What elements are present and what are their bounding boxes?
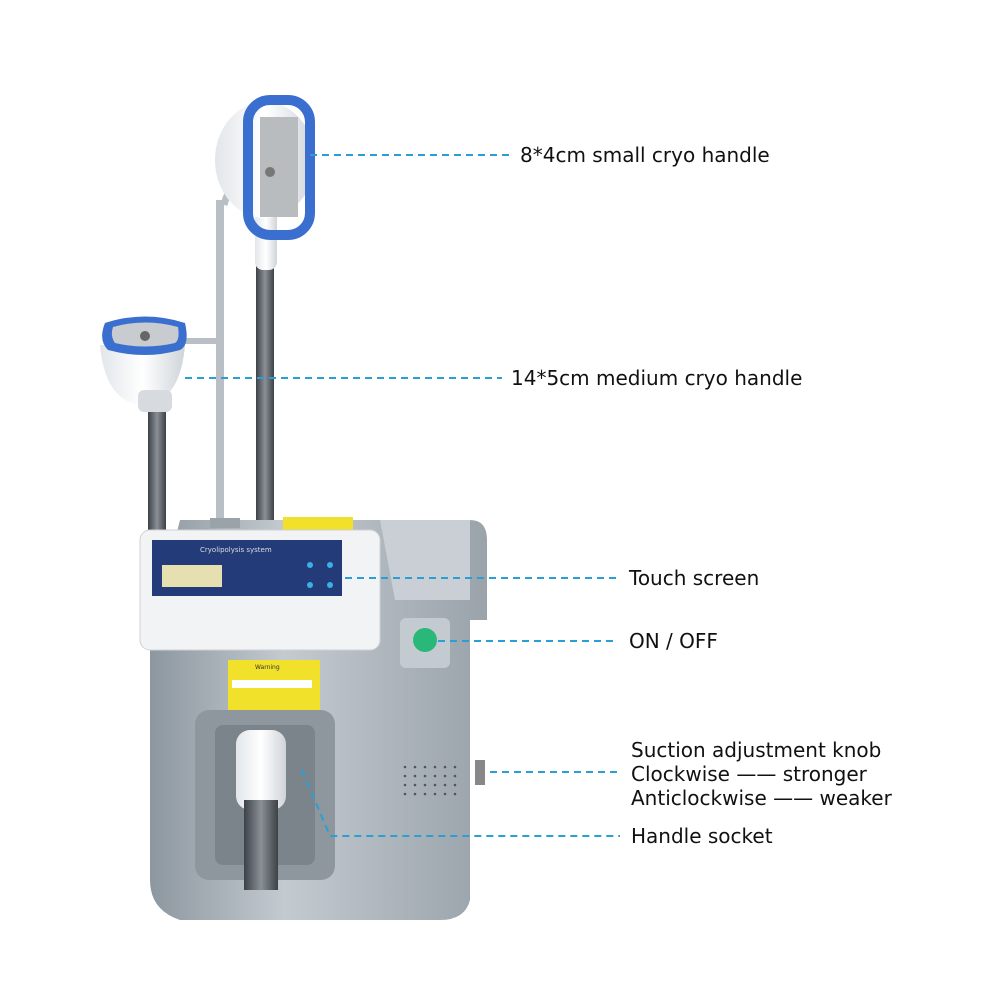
medium-cryo-handle [100,316,187,412]
machine-body: Cryolipolysis system Warning [139,517,487,920]
leader-lines [185,154,620,837]
callout-medium-handle: 14*5cm medium cryo handle [511,366,803,390]
screen-title: Cryolipolysis system [200,546,272,554]
grille-hole [423,774,427,778]
callout-on-off: ON / OFF [629,629,718,653]
grille-hole [433,792,437,796]
grille-hole [433,783,437,787]
grille-hole [453,774,457,778]
grille-hole [453,792,457,796]
grille-hole [433,774,437,778]
small-handle-hose [256,240,274,530]
small-cryo-handle [215,95,315,270]
power-button [413,628,437,652]
callout-knob-clockwise: Clockwise —— stronger [631,762,867,786]
grille-hole [413,792,417,796]
speaker-grille [403,765,457,796]
grille-hole [423,765,427,769]
callout-small-handle: 8*4cm small cryo handle [520,143,770,167]
callout-handle-socket: Handle socket [631,824,773,848]
grille-hole [443,783,447,787]
grille-hole [403,792,407,796]
handle-holder-pole [216,200,224,520]
grille-hole [423,792,427,796]
grille-hole [413,783,417,787]
grille-hole [403,783,407,787]
svg-text:Warning: Warning [255,664,280,671]
grille-hole [433,765,437,769]
callout-knob-anticlockwise: Anticlockwise —— weaker [631,786,892,810]
grille-hole [453,783,457,787]
grille-hole [443,792,447,796]
grille-hole [423,783,427,787]
grille-hole [453,765,457,769]
callout-knob-title: Suction adjustment knob [631,738,882,762]
grille-hole [413,765,417,769]
leader-line-socket [301,769,620,837]
socket-handle [236,730,286,810]
grille-hole [443,774,447,778]
grille-hole [443,765,447,769]
grille-hole [413,774,417,778]
grille-hole [403,774,407,778]
grille-hole [403,765,407,769]
callout-touch-screen: Touch screen [629,566,760,590]
